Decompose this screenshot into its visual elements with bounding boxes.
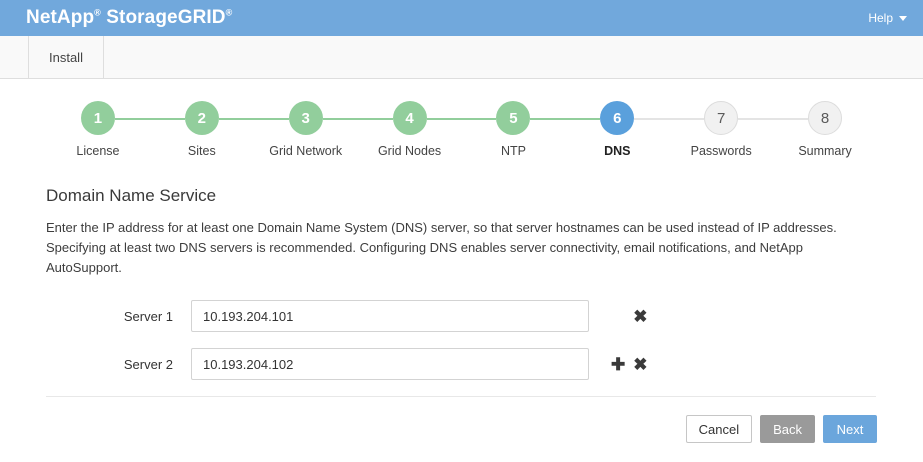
step-label: License [76, 144, 120, 158]
next-button[interactable]: Next [823, 415, 877, 443]
brand-logo: NetApp® StorageGRID® [26, 7, 232, 29]
remove-server-1-icon[interactable]: ✖ [633, 306, 648, 326]
step-connector [426, 118, 497, 120]
step-label: Summary [798, 144, 852, 158]
dns-server-row-2: Server 2 ✚ ✖ [46, 348, 877, 380]
step-number-badge: 2 [184, 101, 219, 135]
step-connector [218, 118, 289, 120]
step-label: Sites [187, 144, 216, 158]
step-label: NTP [500, 144, 526, 158]
server-2-label: Server 2 [123, 356, 173, 372]
brand-storagegrid: StorageGRID [106, 7, 226, 28]
step-number-badge: 6 [600, 101, 635, 135]
step-connector [114, 118, 185, 120]
step-sites[interactable]: 2 Sites [114, 101, 254, 158]
brand-registered-2: ® [225, 7, 233, 18]
step-connector [530, 118, 601, 120]
step-number: 1 [93, 109, 103, 127]
step-dns[interactable]: 6 DNS [530, 101, 669, 158]
brand-netapp: NetApp [26, 7, 95, 28]
tab-install[interactable]: Install [28, 36, 104, 78]
main-content: Domain Name Service Enter the IP address… [0, 186, 923, 397]
step-summary[interactable]: 8 Summary [738, 101, 877, 158]
step-number-badge: 4 [392, 101, 427, 135]
step-number: 2 [197, 109, 206, 127]
step-number: 6 [613, 109, 622, 127]
page-description: Enter the IP address for at least one Do… [46, 220, 837, 275]
install-stepper: 1 License 2 Sites 3 Grid Network 4 Grid … [0, 101, 923, 158]
server-2-input[interactable] [191, 348, 589, 380]
step-number: 5 [509, 109, 518, 127]
step-license[interactable]: 1 License [46, 101, 150, 158]
step-number-badge: 3 [288, 101, 323, 135]
back-button[interactable]: Back [760, 415, 815, 443]
step-connector [322, 118, 393, 120]
step-number-badge: 5 [496, 101, 531, 135]
chevron-down-icon [899, 15, 907, 21]
step-number-badge: 8 [808, 101, 843, 135]
step-grid-network[interactable]: 3 Grid Network [218, 101, 358, 158]
brand-registered-1: ® [94, 7, 101, 18]
step-label: Passwords [690, 144, 752, 158]
step-label: DNS [604, 144, 631, 158]
page-title: Domain Name Service [46, 186, 217, 205]
step-label: Grid Network [269, 144, 343, 158]
step-ntp[interactable]: 5 NTP [426, 101, 566, 158]
footer-divider [46, 396, 876, 397]
dns-server-form: Server 1 ✚ ✖ Server 2 ✚ ✖ [46, 300, 877, 380]
add-server-icon[interactable]: ✚ [611, 354, 626, 374]
server-1-label: Server 1 [123, 308, 173, 324]
dns-server-row-1: Server 1 ✚ ✖ [46, 300, 877, 332]
step-passwords[interactable]: 7 Passwords [634, 101, 773, 158]
step-connector [738, 118, 809, 120]
step-number: 3 [301, 109, 310, 127]
tab-strip: Install [0, 36, 923, 79]
wizard-footer: Cancel Back Next [0, 415, 923, 443]
app-header: NetApp® StorageGRID® Help [0, 0, 923, 36]
help-menu-label: Help [868, 11, 893, 25]
step-label: Grid Nodes [377, 144, 442, 158]
step-number-badge: 7 [704, 101, 739, 135]
remove-server-2-icon[interactable]: ✖ [633, 354, 648, 374]
step-number: 7 [717, 109, 726, 127]
step-number: 4 [405, 109, 414, 127]
server-1-input[interactable] [191, 300, 589, 332]
tab-install-label: Install [49, 49, 83, 65]
step-connector [634, 118, 705, 120]
step-number: 8 [820, 109, 830, 127]
step-number-badge: 1 [80, 101, 115, 135]
server-1-actions: ✚ ✖ [611, 308, 681, 325]
step-grid-nodes[interactable]: 4 Grid Nodes [322, 101, 462, 158]
server-2-actions: ✚ ✖ [611, 356, 681, 373]
cancel-button[interactable]: Cancel [685, 415, 753, 443]
help-menu-button[interactable]: Help [868, 11, 907, 25]
